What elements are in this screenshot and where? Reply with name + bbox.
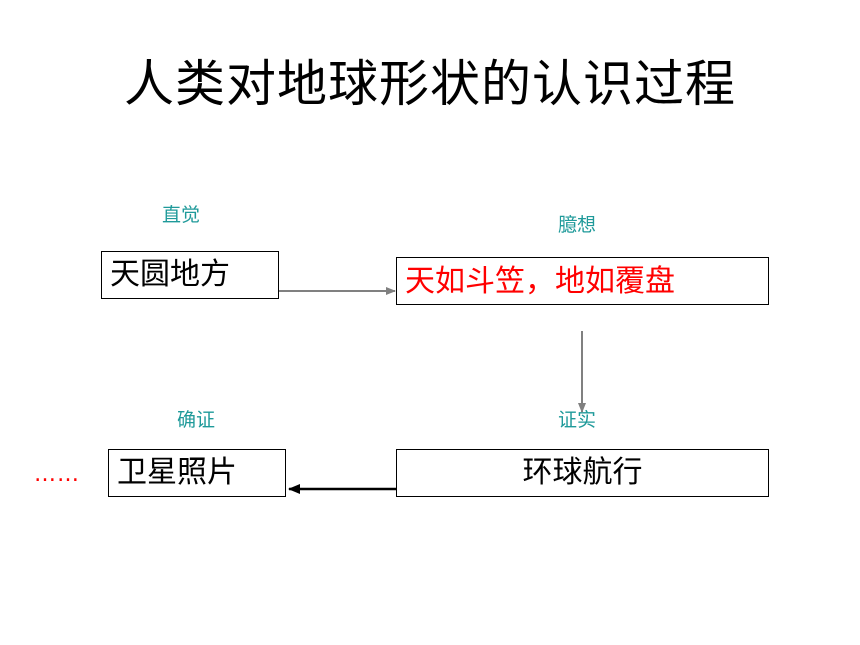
label-confirm: 确证	[176, 409, 215, 431]
box-proof: 环球航行	[396, 449, 769, 497]
ellipsis-text: ……	[34, 462, 80, 487]
box-confirm: 卫星照片	[108, 449, 286, 497]
box-proof-text: 环球航行	[522, 455, 643, 490]
box-intuition: 天圆地方	[101, 251, 279, 299]
box-conjecture: 天如斗笠，地如覆盘	[396, 257, 769, 305]
page-title: 人类对地球形状的认识过程	[124, 55, 736, 113]
box-conjecture-text: 天如斗笠，地如覆盘	[405, 264, 675, 299]
box-confirm-text: 卫星照片	[117, 455, 237, 490]
label-intuition: 直觉	[161, 204, 200, 226]
label-conjecture: 臆想	[557, 214, 596, 236]
label-proof: 证实	[557, 409, 596, 431]
box-intuition-text: 天圆地方	[110, 257, 230, 292]
